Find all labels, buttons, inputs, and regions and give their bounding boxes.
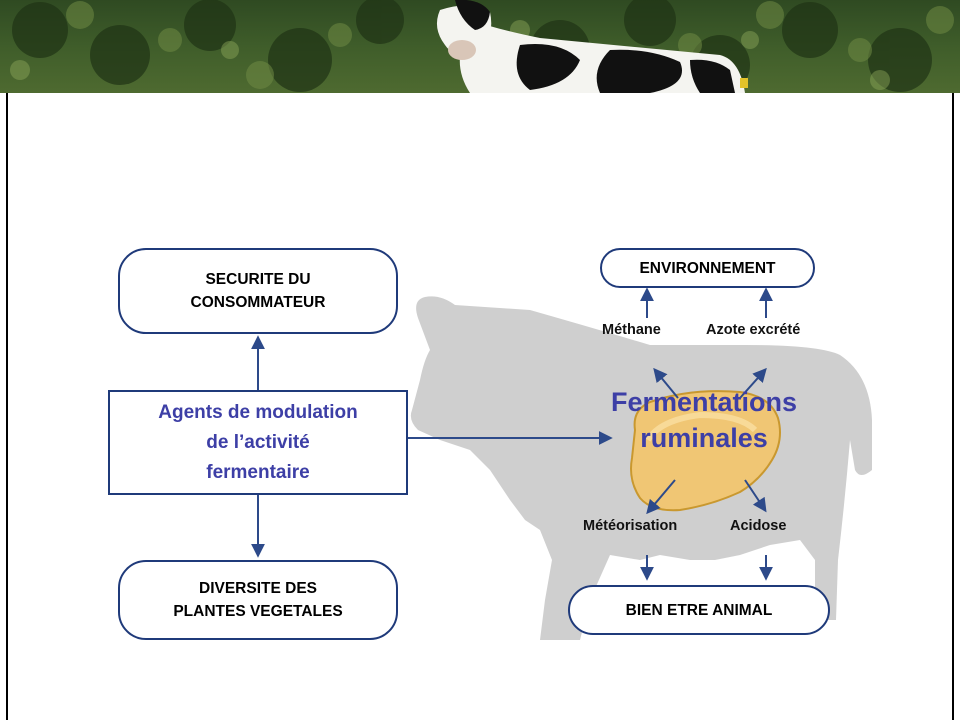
consumer-safety-label: SECURITE DU CONSOMMATEUR [190,271,326,311]
modulation-agents-label: Agents de modulation de l’activité ferme… [158,401,358,483]
bloat-label: Météorisation [583,518,678,534]
methane-label: Méthane [602,322,661,338]
animal-welfare-box: BIEN ETRE ANIMAL [568,585,830,635]
consumer-safety-box: SECURITE DU CONSOMMATEUR [118,248,398,334]
arrows [251,287,773,581]
plant-diversity-box: DIVERSITE DES PLANTES VEGETALES [118,560,398,640]
modulation-agents-box: Agents de modulation de l’activité ferme… [108,390,408,495]
plant-diversity-label: DIVERSITE DES PLANTES VEGETALES [173,580,343,620]
animal-welfare-label: BIEN ETRE ANIMAL [625,601,773,619]
nitrogen-excreted-label: Azote excrété [706,322,801,338]
rumen-fermentation-label: Fermentations ruminales [610,387,798,453]
header-banner-image [0,0,960,93]
acidosis-label: Acidose [730,518,787,534]
rumen-shape [630,390,781,512]
environment-box: ENVIRONNEMENT [600,248,815,288]
slide-frame [6,93,954,720]
environment-label: ENVIRONNEMENT [639,259,776,277]
